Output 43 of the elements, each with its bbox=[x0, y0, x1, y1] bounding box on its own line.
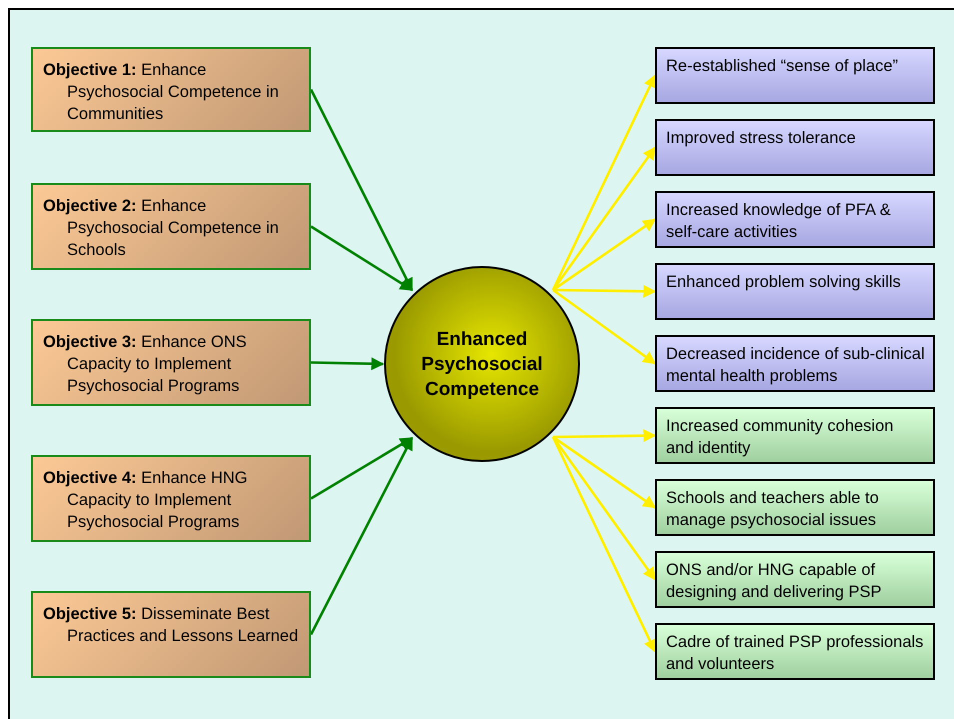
outcome-box bbox=[655, 47, 935, 104]
arrow bbox=[552, 436, 656, 509]
outcome-box bbox=[655, 263, 935, 320]
objective-text: Objective 5: Disseminate Best Practices and Lessons Learned bbox=[43, 604, 300, 647]
outcome-text: Enhanced problem solving skills bbox=[666, 273, 901, 291]
outcome-text: Increased community cohesion and identity bbox=[666, 417, 894, 457]
outcome-title: Enhanced Psychosocial Competence bbox=[420, 328, 544, 402]
arrow bbox=[310, 88, 414, 292]
outcome-box bbox=[655, 479, 935, 536]
objective-text: Objective 2: Enhance Psychosocial Competence in Schools bbox=[43, 196, 280, 261]
outcome-text: Increased knowledge of PFA & self-care activities bbox=[666, 201, 891, 241]
outcome-text: Cadre of trained PSP professionals and volunteers bbox=[666, 633, 924, 673]
arrow bbox=[310, 436, 414, 500]
arrow bbox=[552, 284, 656, 298]
objective-box bbox=[31, 183, 311, 270]
outcome-text: Re-established “sense of place” bbox=[666, 57, 898, 75]
arrow bbox=[310, 436, 414, 636]
outcome-box bbox=[655, 335, 935, 392]
objective-text: Objective 3: Enhance ONS Capacity to Implement Psychosocial Programs bbox=[43, 332, 248, 397]
arrow bbox=[552, 74, 656, 291]
arrow bbox=[552, 218, 656, 292]
arrow bbox=[552, 436, 656, 653]
objective-box bbox=[31, 455, 311, 542]
outcome-box bbox=[655, 551, 935, 608]
outcome-box bbox=[655, 191, 935, 248]
objective-text: Objective 4: Enhance HNG Capacity to Implement Psychosocial Programs bbox=[43, 468, 249, 533]
objective-text: Objective 1: Enhance Psychosocial Competence in Communities bbox=[43, 60, 280, 125]
outcome-box bbox=[655, 119, 935, 176]
objective-box bbox=[31, 591, 311, 678]
arrow bbox=[552, 436, 656, 581]
arrow bbox=[552, 288, 656, 365]
outcome-text: ONS and/or HNG capable of designing and delivering PSP bbox=[666, 561, 882, 601]
outcome-text: Improved stress tolerance bbox=[666, 129, 856, 147]
arrow bbox=[310, 225, 414, 292]
outcome-text: Decreased incidence of sub-clinical mental health problems bbox=[666, 345, 925, 385]
arrow bbox=[310, 357, 384, 370]
outcome-box bbox=[655, 623, 935, 680]
outcome-text: Schools and teachers able to manage psychosocial issues bbox=[666, 489, 879, 529]
arrow bbox=[552, 429, 656, 442]
outcome-box bbox=[655, 407, 935, 464]
arrow bbox=[552, 146, 656, 291]
objective-box bbox=[31, 47, 311, 132]
objective-box bbox=[31, 319, 311, 406]
